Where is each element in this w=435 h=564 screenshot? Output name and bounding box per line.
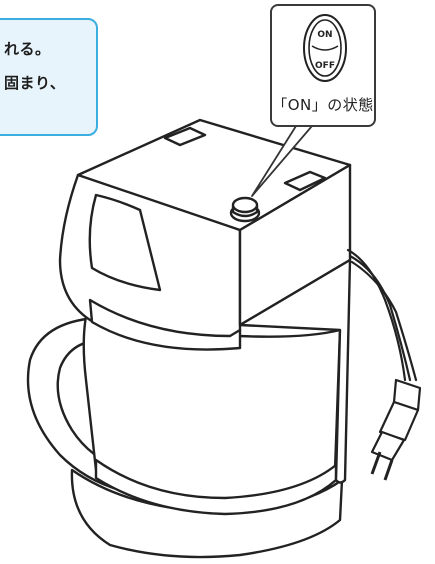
top-slot-left: [163, 126, 207, 147]
callout-pointer: [251, 125, 313, 197]
switch-on-label: ON: [317, 30, 332, 40]
instruction-note: れる。 固まり、: [0, 18, 98, 136]
switch-callout: ON OFF 「ON」の状態: [270, 4, 376, 127]
spout-opening: [88, 193, 162, 292]
power-plug: [370, 378, 422, 481]
switch-off-label: OFF: [315, 61, 335, 71]
switch-state-caption: 「ON」の状態: [272, 96, 374, 114]
rocker-switch-icon: ON OFF: [303, 14, 347, 82]
power-cord: [346, 248, 407, 382]
motor-block-lower: [238, 258, 352, 484]
hood-rim: [88, 298, 242, 351]
top-slot-right: [283, 170, 327, 192]
note-line-2: 固まり、: [4, 74, 66, 92]
note-line-1: れる。: [4, 40, 51, 58]
